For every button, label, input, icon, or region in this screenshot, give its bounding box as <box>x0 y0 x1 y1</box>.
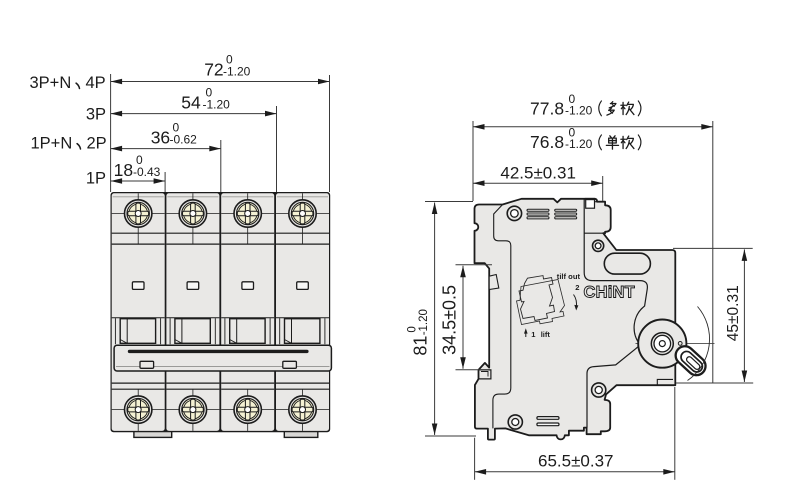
svg-text:0: 0 <box>569 126 576 140</box>
svg-text:-1.20: -1.20 <box>565 137 593 151</box>
svg-text:4P: 4P <box>86 74 106 92</box>
svg-text:2P: 2P <box>87 135 107 153</box>
svg-text:1P+N: 1P+N <box>31 135 73 153</box>
svg-text:-0.43: -0.43 <box>133 165 161 179</box>
svg-text:0: 0 <box>206 86 213 100</box>
svg-text:76.8: 76.8 <box>530 132 564 152</box>
svg-text:34.5±0.5: 34.5±0.5 <box>439 285 459 355</box>
svg-text:0: 0 <box>136 153 143 167</box>
svg-text:65.5±0.37: 65.5±0.37 <box>538 452 614 471</box>
svg-text:0: 0 <box>173 121 180 135</box>
svg-text:2: 2 <box>575 283 579 292</box>
svg-text:0: 0 <box>406 326 418 332</box>
svg-text:-1.20: -1.20 <box>565 103 593 117</box>
svg-text:0: 0 <box>226 53 233 67</box>
svg-text:36: 36 <box>151 128 170 148</box>
svg-text:CHiNT: CHiNT <box>584 284 635 302</box>
svg-text:-0.62: -0.62 <box>170 133 198 147</box>
svg-text:42.5±0.31: 42.5±0.31 <box>500 164 576 183</box>
svg-text:3P+N: 3P+N <box>30 74 72 92</box>
svg-text:-1.20: -1.20 <box>418 309 430 335</box>
svg-text:0: 0 <box>569 92 576 106</box>
svg-text:-1.20: -1.20 <box>223 65 251 79</box>
svg-text:77.8: 77.8 <box>530 98 564 118</box>
svg-text:54: 54 <box>181 93 201 113</box>
svg-text:1: 1 <box>531 330 536 339</box>
svg-text:81: 81 <box>410 336 430 356</box>
svg-text:-1.20: -1.20 <box>203 98 231 112</box>
svg-text:18: 18 <box>114 160 133 180</box>
svg-text:45±0.31: 45±0.31 <box>725 285 742 341</box>
svg-text:72: 72 <box>204 60 223 80</box>
svg-text:lift: lift <box>541 330 551 339</box>
svg-text:3P: 3P <box>86 106 106 124</box>
svg-text:tilf out: tilf out <box>557 272 581 281</box>
svg-text:1P: 1P <box>86 170 106 188</box>
